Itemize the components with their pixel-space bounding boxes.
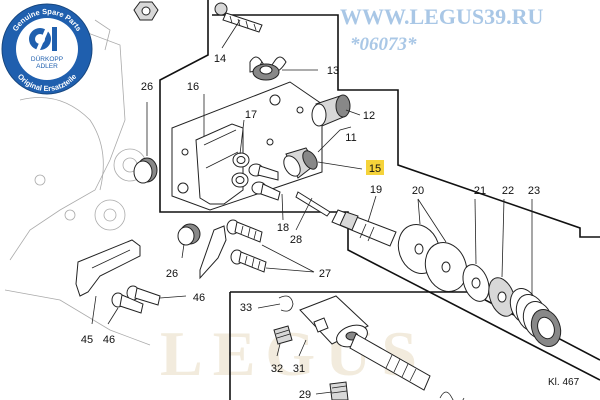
callout-33: 33 — [240, 302, 252, 314]
part-16-plate — [171, 81, 323, 211]
callout-28: 28 — [290, 234, 302, 246]
callout-22: 22 — [502, 185, 514, 197]
callout-27: 27 — [319, 268, 331, 280]
part-21-washer — [462, 264, 490, 302]
site-url: WWW.LEGUS39.RU — [340, 4, 543, 29]
part-18-screws — [248, 163, 281, 201]
plate-reference: Kl. 467 — [548, 377, 580, 388]
part-26-bushing-left — [133, 157, 158, 184]
callout-18: 18 — [277, 222, 289, 234]
callout-15: 15 — [369, 163, 381, 175]
nut-top — [133, 1, 159, 21]
callout-46b: 46 — [103, 334, 115, 346]
callout-26a: 26 — [141, 81, 153, 93]
part-spring-lower — [439, 391, 465, 400]
callout-13: 13 — [327, 65, 339, 77]
part-32-set-screw — [273, 325, 293, 345]
part-23-spring — [509, 288, 562, 347]
callout-23: 23 — [528, 185, 540, 197]
part-27-screws — [226, 219, 267, 273]
part-29-screw — [329, 381, 349, 400]
callout-11: 11 — [345, 132, 356, 144]
callout-15-highlight — [366, 160, 384, 175]
part-19-shaft — [331, 209, 397, 247]
callout-32: 32 — [271, 363, 283, 375]
part-46-screws — [111, 285, 161, 314]
callout-17: 17 — [245, 109, 257, 121]
part-45-guide — [75, 239, 141, 297]
callout-26b: 26 — [166, 268, 178, 280]
callout-20: 20 — [412, 185, 424, 197]
callout-12: 12 — [363, 110, 375, 122]
callout-46a: 46 — [193, 292, 205, 304]
leader-lines — [91, 94, 533, 395]
duerkopp-adler-badge: Genuine Spare Parts Original Ersatzteile… — [1, 3, 93, 95]
callout-45: 45 — [81, 334, 93, 346]
part-14-bolt — [214, 2, 263, 49]
part-20-discs — [397, 224, 468, 292]
badge-brand-line2: ADLER — [36, 63, 58, 70]
callout-31: 31 — [293, 363, 305, 375]
callout-29: 29 — [299, 389, 311, 400]
part-26-bushing-center — [177, 223, 227, 280]
badge-brand-line1: DÜRKOPP — [31, 55, 63, 63]
callout-14: 14 — [214, 53, 226, 65]
part-17-washers — [231, 152, 250, 188]
part-28-pin — [295, 191, 331, 217]
part-shaft-lower — [349, 333, 431, 391]
part-13-spring — [249, 56, 318, 81]
callout-16: 16 — [187, 81, 199, 93]
callout-21: 21 — [474, 185, 486, 197]
callouts: 26 16 14 13 12 17 11 15 19 18 28 26 27 2… — [81, 53, 540, 400]
callout-19: 19 — [370, 184, 382, 196]
part-12-bushing — [311, 94, 351, 127]
duerkopp-logo-mark — [29, 27, 57, 51]
part-15-pressure-piece — [283, 147, 318, 179]
part-33-clip — [278, 295, 294, 312]
part-code: *06073* — [350, 34, 417, 55]
